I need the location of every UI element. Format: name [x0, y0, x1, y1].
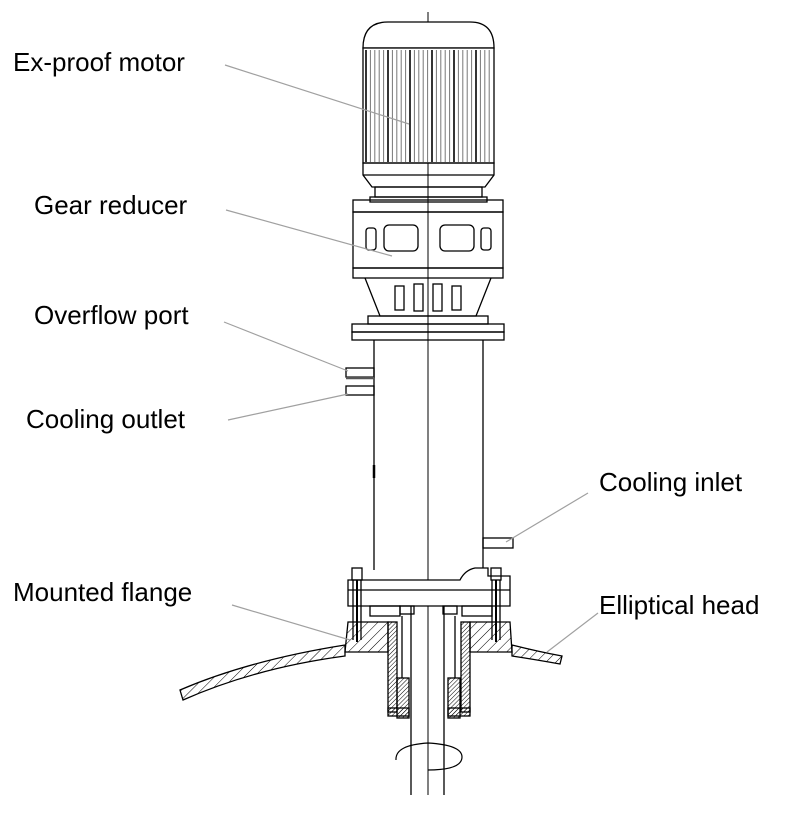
leader-mounted-flange — [231, 604, 351, 641]
label-overflow-port: Overflow port — [34, 300, 189, 330]
leader-lines — [223, 64, 599, 653]
motor-body — [362, 21, 495, 203]
leader-cooling-outlet — [227, 393, 349, 421]
leader-ex-proof-motor — [224, 64, 410, 125]
label-ex-proof-motor: Ex-proof motor — [13, 47, 185, 77]
overflow-port-nozzle — [345, 367, 375, 380]
impeller-hub — [395, 742, 463, 771]
elliptical-head-shell — [179, 644, 563, 701]
label-mounted-flange: Mounted flange — [13, 577, 193, 607]
label-cooling-outlet: Cooling outlet — [26, 404, 185, 434]
leader-elliptical-head — [546, 612, 599, 653]
mounted-flange-assembly — [344, 567, 513, 795]
leader-overflow-port — [223, 321, 349, 372]
label-gear-reducer: Gear reducer — [34, 190, 188, 220]
label-cooling-inlet: Cooling inlet — [599, 467, 743, 497]
cooling-outlet-nozzle — [345, 385, 375, 396]
cooling-inlet-nozzle — [482, 537, 514, 549]
leader-gear-reducer — [225, 209, 393, 257]
motor-cooling-fins — [365, 50, 490, 162]
leader-cooling-inlet — [505, 492, 589, 543]
label-elliptical-head: Elliptical head — [599, 590, 760, 620]
